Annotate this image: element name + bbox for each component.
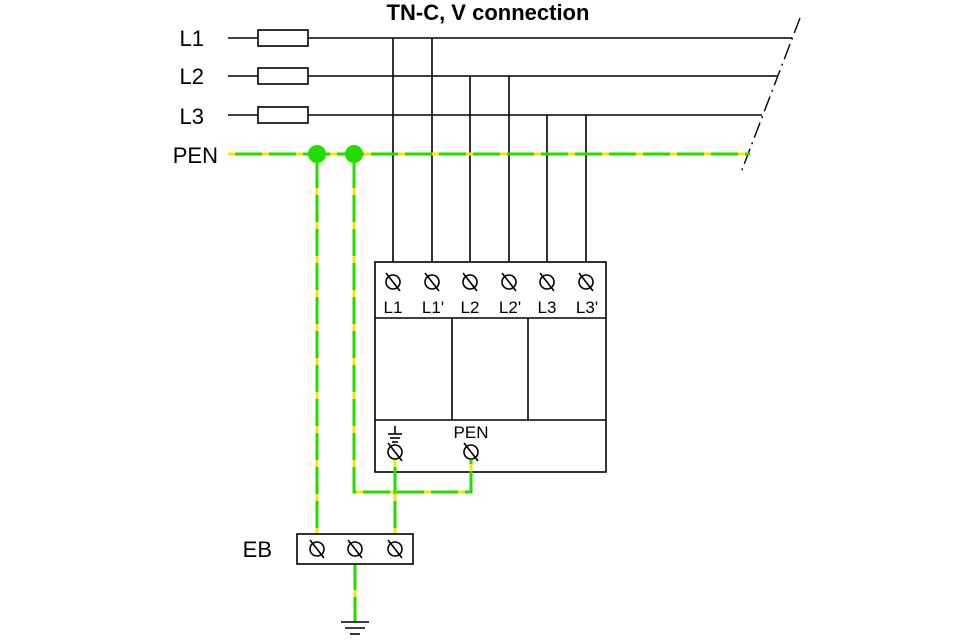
diagram-title: TN-C, V connection — [387, 0, 590, 25]
phase-conductors — [228, 29, 792, 124]
terminal-screw — [462, 272, 478, 292]
break-line — [739, 17, 801, 176]
surge-protective-device — [374, 261, 607, 473]
terminal-label: L3 — [538, 298, 557, 317]
terminal-screw — [539, 272, 555, 292]
fuse-l3 — [257, 106, 309, 124]
terminal-screw — [387, 539, 403, 559]
line-label-l2: L2 — [180, 64, 204, 89]
terminal-label: L2 — [461, 298, 480, 317]
junction-dot — [308, 145, 326, 163]
pen-terminal-label: PEN — [454, 423, 489, 442]
fuse-l2 — [257, 67, 309, 85]
earthing-bar-label: EB — [243, 537, 272, 562]
terminal-screw — [424, 272, 440, 292]
ground-icon — [341, 621, 369, 635]
terminal-label: L1 — [384, 298, 403, 317]
terminal-screw — [347, 539, 363, 559]
terminal-screw — [387, 442, 403, 462]
terminal-label: L3' — [576, 298, 598, 317]
line-label-l1: L1 — [180, 26, 204, 51]
terminal-screw — [309, 539, 325, 559]
terminal-screw — [501, 272, 517, 292]
terminal-label: L1' — [422, 298, 444, 317]
line-label-l3: L3 — [180, 104, 204, 129]
earthing-bar — [296, 533, 414, 565]
fuse-l1 — [257, 29, 309, 47]
terminal-screw — [578, 272, 594, 292]
terminal-screw — [463, 442, 479, 462]
junction-dot — [345, 145, 363, 163]
terminal-label: L2' — [499, 298, 521, 317]
line-label-pen: PEN — [173, 143, 218, 168]
earth-icon — [388, 426, 402, 443]
terminal-screw — [385, 272, 401, 292]
device-terminals — [385, 272, 594, 292]
